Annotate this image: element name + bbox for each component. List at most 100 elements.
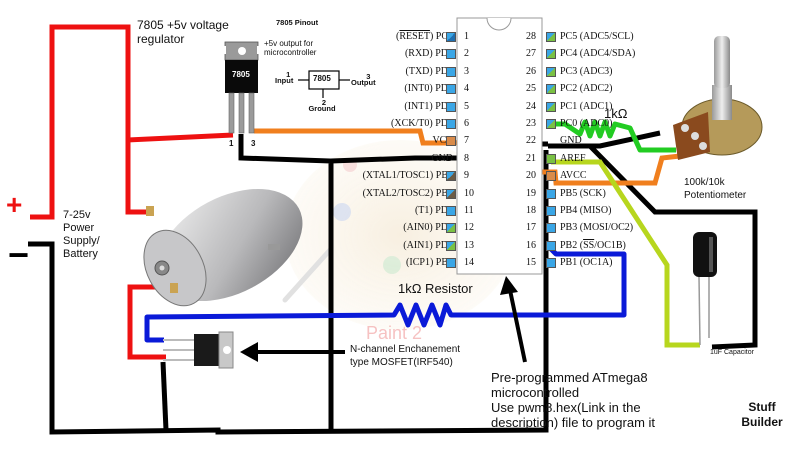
pin-4-icon	[446, 84, 456, 95]
adc-signal-wire	[551, 119, 676, 153]
pin-2-icon	[446, 49, 456, 60]
pin-number-6: 6	[464, 118, 469, 129]
dc-motor	[143, 188, 303, 307]
pin-number-19: 19	[526, 187, 536, 199]
pin-label-1: (RESET) PC6	[396, 31, 453, 42]
pin-number-25: 25	[526, 83, 536, 95]
pin-number-4: 4	[464, 83, 469, 95]
pin-20-icon	[546, 171, 556, 182]
pin-23-icon	[546, 119, 556, 129]
pin-number-11: 11	[464, 205, 474, 216]
electrolytic-capacitor	[693, 232, 717, 346]
atmega8-chip	[456, 17, 543, 275]
pin-12-icon	[446, 223, 456, 234]
regulator-leg-3: 3	[251, 139, 256, 148]
pin-28-icon	[546, 32, 556, 42]
mosfet-line2: type MOSFET(IRF540)	[350, 357, 453, 368]
pin-number-15: 15	[526, 257, 536, 269]
pin-label-7: VCC	[432, 135, 453, 147]
pin-11-icon	[446, 206, 456, 216]
capacitor-label: 1uF Capacitor	[710, 349, 754, 356]
pin-label-8: GND	[431, 152, 453, 164]
pin-14-icon	[446, 258, 456, 269]
pin-number-21: 21	[526, 152, 536, 164]
pin-label-10: (XTAL2/TOSC2) PB7	[362, 187, 453, 199]
mcu-line2: microcontrolled	[491, 385, 580, 400]
mcu-line1: Pre-programmed ATmega8	[491, 370, 648, 385]
potentiometer	[673, 36, 763, 160]
pin-number-24: 24	[526, 100, 536, 112]
pin-number-1: 1	[464, 31, 469, 42]
pin-label-4: (INT0) PD2	[404, 83, 453, 95]
watermark-text: Paint 2	[366, 323, 423, 343]
pin-7-icon	[446, 136, 456, 147]
pin-24-icon	[546, 101, 556, 112]
pin-number-10: 10	[464, 187, 474, 199]
pin-label-25: PC2 (ADC2)	[560, 83, 613, 95]
pin-number-27: 27	[526, 48, 536, 60]
pin-18-icon	[546, 206, 556, 216]
pin-number-28: 28	[526, 31, 536, 42]
pin-number-22: 22	[526, 135, 536, 147]
supply-line3: Supply/	[63, 235, 100, 247]
pin-label-13: (AIN1) PD7	[403, 239, 453, 251]
output-note-line2: microcontroller	[264, 48, 317, 58]
mosfet-irf540	[163, 331, 234, 369]
pin-label-16: PB2 (SS/OC1B)	[560, 239, 626, 251]
pinout-pin3-num: 3	[366, 72, 371, 81]
pin-25-icon	[546, 84, 556, 95]
supply-line1: 7-25v	[63, 209, 91, 221]
pinout-box-label: 7805	[313, 74, 331, 83]
pin-10-icon	[446, 188, 456, 199]
pin-number-23: 23	[526, 118, 536, 129]
pin-label-26: PC3 (ADC3)	[560, 65, 613, 77]
pin-3-icon	[446, 66, 456, 77]
pin-5-icon	[446, 101, 456, 112]
mcu-pointer-arrow	[500, 276, 527, 363]
pin-label-23: PC0 (ADC0)	[560, 118, 613, 129]
pin-13-icon	[446, 240, 456, 251]
positive-terminal-icon: +	[6, 189, 23, 220]
brand-line2: Builder	[741, 415, 783, 429]
pin-number-12: 12	[464, 222, 474, 234]
pin-label-2: (RXD) PD0	[404, 48, 453, 60]
pin-label-24: PC1 (ADC1)	[560, 100, 613, 112]
pin-number-20: 20	[526, 170, 536, 182]
negative-terminal-icon: −	[8, 234, 30, 275]
supply-positive-wire	[30, 24, 234, 360]
adc-resistor-label: 1kΩ	[604, 106, 628, 121]
pin-label-19: PB5 (SCK)	[560, 187, 606, 199]
regulator-title-line1: 7805 +5v voltage	[137, 18, 229, 32]
potentiometer-label: 100k/10k Potentiometer	[684, 176, 746, 202]
mcu-line3: Use pwm8.hex(Link in the	[491, 400, 641, 415]
brand-logo-text: Stuff Builder	[732, 400, 792, 430]
pin-label-17: PB3 (MOSI/OC2)	[560, 222, 634, 234]
pin-26-icon	[546, 66, 556, 77]
voltage-regulator-7805	[222, 41, 261, 134]
regulator-leg-1: 1	[229, 139, 234, 148]
pin-label-14: (ICP1) PB0	[406, 257, 453, 269]
regulator-output-note: +5v output for microcontroller	[264, 39, 316, 57]
regulator-title: 7805 +5v voltage regulator	[137, 18, 229, 47]
pin-label-27: PC4 (ADC4/SDA)	[560, 48, 636, 60]
pin-number-17: 17	[526, 222, 536, 234]
pinout-pin2: 2 Ground	[308, 98, 339, 113]
pin-label-9: (XTAL1/TOSC1) PB6	[362, 170, 453, 182]
pin-17-icon	[546, 223, 556, 234]
pinout-pin1-num: 1	[286, 70, 291, 79]
regulator-title-line2: regulator	[137, 31, 185, 46]
pin-label-21: AREF	[560, 152, 586, 164]
pin-label-11: (T1) PD5	[414, 205, 453, 216]
pin-number-5: 5	[464, 100, 469, 112]
pin-number-14: 14	[464, 257, 474, 269]
regulator-body-label: 7805	[232, 70, 250, 79]
pin-number-18: 18	[526, 205, 536, 216]
mosfet-pointer-arrow	[240, 342, 345, 362]
pin-label-12: (AIN0) PD6	[403, 222, 453, 234]
aref-wire	[551, 159, 700, 348]
pin-number-9: 9	[464, 170, 469, 182]
pin-number-16: 16	[526, 239, 536, 251]
brand-line1: Stuff	[748, 400, 776, 414]
pin-label-18: PB4 (MISO)	[560, 205, 612, 216]
